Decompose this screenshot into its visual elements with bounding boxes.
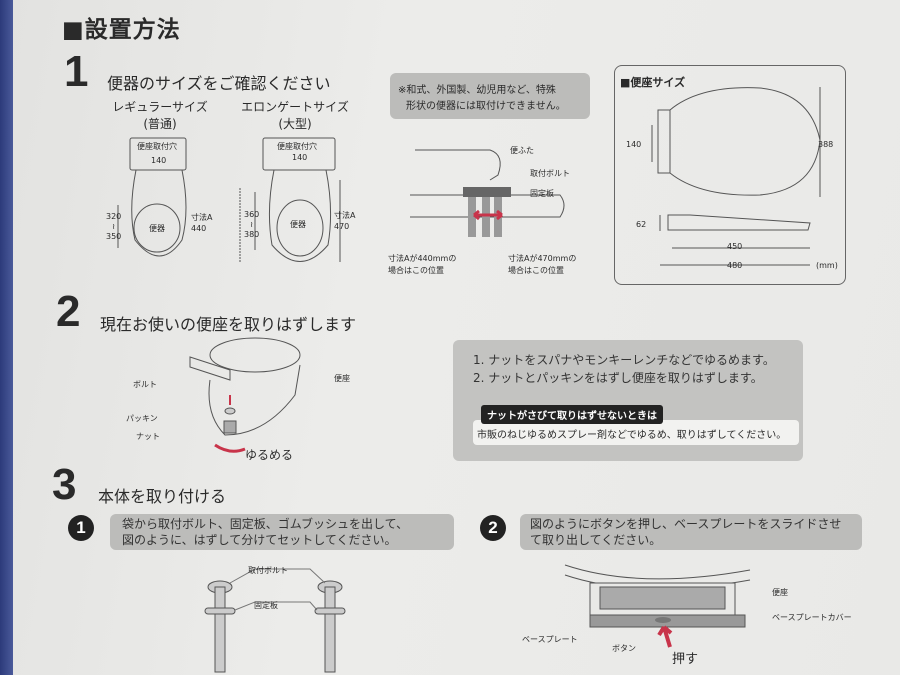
step-2-heading: 現在お使いの便座を取りはずします bbox=[100, 315, 357, 334]
instruction-1: 1. ナットをスパナやモンキーレンチなどでゆるめます。 bbox=[473, 353, 775, 367]
seat-size-panel bbox=[614, 65, 846, 285]
regular-hole-label: 便座取付穴 bbox=[137, 142, 177, 151]
elongated-dim-value: 470 bbox=[334, 222, 350, 231]
base-plate-cover-label: ベースプレートカバー bbox=[772, 613, 852, 622]
bolt-position-diagram bbox=[410, 149, 565, 237]
page-title: ■設置方法 bbox=[62, 17, 181, 43]
elongated-dim-label: 寸法A bbox=[334, 211, 356, 220]
substep-1-box: 袋から取付ボルト、固定板、ゴムブッシュを出して、 図のように、はずして分けてセッ… bbox=[110, 514, 454, 550]
seat-depth-480: 480 bbox=[727, 261, 743, 270]
warning-line-2: 形状の便器には取付けできません。 bbox=[406, 101, 566, 112]
button-label: ボタン bbox=[612, 644, 636, 653]
removal-instructions-panel: 1. ナットをスパナやモンキーレンチなどでゆるめます。 2. ナットとパッキンを… bbox=[453, 340, 803, 461]
substep-1-line-2: 図のように、はずして分けてセットしてください。 bbox=[122, 533, 397, 547]
position-440-line-2: 場合はこの位置 bbox=[388, 266, 444, 275]
instruction-2: 2. ナットとパッキンをはずし便座を取りはずします。 bbox=[473, 371, 763, 385]
elongated-size-title: エロンゲートサイズ (大型) bbox=[240, 98, 350, 132]
fixing-plate-label: 固定板 bbox=[530, 189, 554, 198]
elongated-depth-range: 360≀380 bbox=[244, 210, 259, 240]
bolt-label: ボルト bbox=[133, 380, 157, 389]
regular-size-sub: (普通) bbox=[143, 117, 177, 131]
step-3-number: 3 bbox=[52, 460, 77, 509]
base-plate-label: ベースプレート bbox=[522, 635, 578, 644]
regular-dim-a: 寸法A 440 bbox=[191, 212, 212, 234]
lid-label: 便ふた bbox=[510, 146, 534, 155]
elongated-hole-width: 140 bbox=[292, 153, 308, 162]
packing-label: パッキン bbox=[126, 414, 158, 423]
substep-2-line-1: 図のようにボタンを押し、ベースプレートをスライドさせ bbox=[530, 517, 842, 531]
seat-label-2: 便座 bbox=[772, 588, 788, 597]
regular-hole-width: 140 bbox=[151, 156, 167, 165]
tip-box: 市販のねじゆるめスプレー剤などでゆるめ、取りはずしてください。 bbox=[473, 420, 799, 445]
regular-size-title: レギュラーサイズ (普通) bbox=[110, 98, 210, 132]
base-plate-diagram bbox=[564, 564, 751, 648]
elongated-hole-label: 便座取付穴 bbox=[277, 142, 317, 151]
toilet-removal-diagram bbox=[189, 337, 301, 453]
substep-2-badge: 2 bbox=[480, 515, 506, 541]
regular-depth-sep: ≀ bbox=[112, 222, 116, 231]
position-440-line-1: 寸法Aが440mmの bbox=[388, 254, 457, 263]
step-2-number: 2 bbox=[56, 287, 81, 336]
tip-title: ナットがさびて取りはずせないときは bbox=[481, 405, 663, 424]
seat-length: 388 bbox=[818, 140, 834, 149]
elongated-depth-sep: ≀ bbox=[250, 220, 254, 229]
regular-depth-bottom: 350 bbox=[106, 232, 122, 241]
warning-box: ※和式、外国製、幼児用など、特殊 形状の便器には取付けできません。 bbox=[390, 73, 590, 119]
seat-label: 便座 bbox=[334, 374, 350, 383]
position-440-note: 寸法Aが440mmの場合はこの位置 bbox=[388, 253, 456, 277]
warning-line-1: ※和式、外国製、幼児用など、特殊 bbox=[398, 85, 556, 96]
seat-hole-spacing: 140 bbox=[626, 140, 642, 149]
substep-2-box: 図のようにボタンを押し、ベースプレートをスライドさせ て取り出してください。 bbox=[520, 514, 862, 550]
loosen-label: ゆるめる bbox=[245, 448, 294, 462]
bolt-set-diagram bbox=[204, 568, 346, 673]
unit-label: (mm) bbox=[816, 261, 838, 270]
fixing-plate-label-2: 固定板 bbox=[254, 601, 278, 610]
nut-label: ナット bbox=[136, 432, 160, 441]
elongated-dim-a: 寸法A 470 bbox=[334, 210, 355, 232]
substep-2-line-2: て取り出してください。 bbox=[530, 533, 662, 547]
tip-text: 市販のねじゆるめスプレー剤などでゆるめ、取りはずしてください。 bbox=[477, 430, 787, 441]
elongated-size-sub: (大型) bbox=[278, 117, 312, 131]
seat-size-title: ■便座サイズ bbox=[620, 76, 686, 89]
regular-dim-value: 440 bbox=[191, 224, 207, 233]
regular-dim-label: 寸法A bbox=[191, 213, 213, 222]
push-label: 押す bbox=[672, 652, 699, 667]
page-edge bbox=[0, 0, 13, 675]
regular-depth-top: 320 bbox=[106, 212, 122, 221]
seat-depth-450: 450 bbox=[727, 242, 743, 251]
mount-bolt-label: 取付ボルト bbox=[530, 169, 570, 178]
elongated-bowl-label: 便器 bbox=[290, 220, 306, 229]
toilet-size-diagrams bbox=[117, 137, 341, 262]
regular-depth-range: 320≀350 bbox=[106, 212, 121, 242]
regular-size-name: レギュラーサイズ bbox=[112, 100, 208, 114]
seat-size-diagram bbox=[651, 87, 821, 266]
position-470-note: 寸法Aが470mmの場合はこの位置 bbox=[508, 253, 576, 277]
elongated-size-name: エロンゲートサイズ bbox=[241, 100, 349, 114]
elongated-depth-top: 360 bbox=[244, 210, 260, 219]
substep-1-badge: 1 bbox=[68, 515, 94, 541]
step-3-heading: 本体を取り付ける bbox=[98, 487, 227, 506]
step-1-heading: 便器のサイズをご確認ください bbox=[107, 74, 331, 93]
step-1-number: 1 bbox=[64, 47, 89, 96]
regular-bowl-label: 便器 bbox=[149, 224, 165, 233]
substep-1-line-1: 袋から取付ボルト、固定板、ゴムブッシュを出して、 bbox=[122, 517, 409, 531]
position-470-line-2: 場合はこの位置 bbox=[508, 266, 564, 275]
mount-bolt-label-2: 取付ボルト bbox=[248, 566, 288, 575]
position-470-line-1: 寸法Aが470mmの bbox=[508, 254, 577, 263]
elongated-depth-bottom: 380 bbox=[244, 230, 260, 239]
seat-height: 62 bbox=[636, 220, 647, 229]
